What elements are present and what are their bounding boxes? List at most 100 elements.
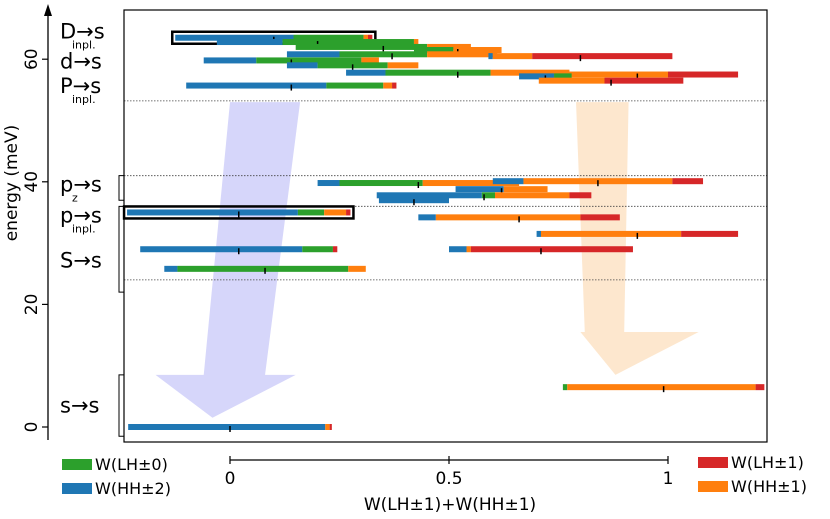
transition-label: p→s xyxy=(60,204,102,228)
y-ticks: 0 20 40 60 xyxy=(22,48,48,432)
left-transition-arrow xyxy=(155,102,301,418)
y-tick-label: 20 xyxy=(22,294,42,316)
bar-segment-hh1 xyxy=(490,69,570,76)
bar-segment-hh2 xyxy=(203,57,257,64)
plot-frame xyxy=(123,9,768,443)
energy-bar xyxy=(449,246,633,255)
x-tick-label: 1 xyxy=(663,469,674,489)
bar-segment-hh2 xyxy=(175,34,294,41)
transition-label: d→s xyxy=(60,50,102,74)
bar-segment-lh0 xyxy=(177,265,349,272)
transition-label-subscript: z xyxy=(72,191,78,204)
legend-label-hh2: W(HH±2) xyxy=(95,479,171,498)
bar-segment-lh1 xyxy=(329,424,332,430)
bar-segment-hh1 xyxy=(363,34,368,41)
bar-segment-lh0 xyxy=(297,209,325,216)
y-axis-arrowhead xyxy=(44,4,52,16)
bar-segment-lh1 xyxy=(580,214,620,221)
bar-segment-hh1 xyxy=(325,424,330,430)
group-bracket xyxy=(118,205,124,293)
bar-segment-hh1 xyxy=(361,57,379,64)
x-tick-label: 0.5 xyxy=(435,469,462,489)
bar-segment-lh0 xyxy=(282,39,414,46)
bar-segment-hh2 xyxy=(346,69,386,76)
bar-segment-lh0 xyxy=(385,69,491,76)
energy-bar xyxy=(286,62,419,71)
bar-segment-hh2 xyxy=(418,214,436,221)
bar-segment-hh2 xyxy=(164,265,178,272)
bar-segment-hh1 xyxy=(348,265,366,272)
bar-segment-hh1 xyxy=(324,209,347,216)
energy-bar xyxy=(418,214,620,223)
bar-segment-lh1 xyxy=(755,384,765,391)
energy-bar xyxy=(140,246,338,255)
energy-bar xyxy=(317,180,520,189)
bar-segment-lh1 xyxy=(346,209,351,216)
bar-segment-lh1 xyxy=(672,178,704,185)
transition-label-subscript: inpl. xyxy=(72,93,96,106)
bar-segment-hh1 xyxy=(492,53,533,60)
energy-bar xyxy=(346,69,570,78)
energy-bar xyxy=(128,424,332,432)
bar-segment-lh1 xyxy=(604,77,684,84)
bar-segment-lh1 xyxy=(532,53,673,60)
bar-segment-hh1 xyxy=(387,62,419,69)
y-tick-label: 60 xyxy=(22,48,42,70)
transition-label: p→s xyxy=(60,172,102,196)
bar-segment-hh1 xyxy=(503,186,548,193)
group-bracket xyxy=(118,175,124,201)
bar-segment-hh1 xyxy=(453,47,502,54)
energy-bar xyxy=(536,230,739,239)
energy-bar xyxy=(164,265,366,274)
transition-label: P→s xyxy=(60,74,101,98)
y-tick-label: 0 xyxy=(22,422,42,433)
bar-segment-lh0 xyxy=(481,192,495,199)
legend: W(LH±0) W(HH±2) W(LH±1) W(HH±1) xyxy=(62,453,807,498)
bar-segment-lh0 xyxy=(562,384,568,391)
bar-segment-hh2 xyxy=(455,186,504,193)
legend-swatch-hh1 xyxy=(698,481,728,492)
bar-segment-lh0 xyxy=(293,34,364,41)
energy-bar xyxy=(538,77,684,86)
group-brackets xyxy=(118,175,124,437)
bar-segment-lh1 xyxy=(392,82,397,89)
bar-segment-hh1 xyxy=(567,384,756,391)
bar-segment-hh2 xyxy=(286,62,318,69)
transition-label: D→s xyxy=(60,20,105,44)
transition-label: s→s xyxy=(60,394,99,418)
bar-segment-hh1 xyxy=(536,71,668,78)
bar-segment-hh2 xyxy=(317,180,340,187)
bar-segment-lh0 xyxy=(295,43,428,50)
legend-swatch-hh2 xyxy=(62,483,92,494)
energy-bar xyxy=(492,178,704,187)
x-tick-label: 0 xyxy=(225,469,236,489)
bar-segment-hh2 xyxy=(536,230,541,237)
energy-bar xyxy=(562,384,765,393)
legend-label-hh1: W(HH±1) xyxy=(731,477,807,496)
legend-label-lh1: W(LH±1) xyxy=(731,453,804,472)
energy-bar xyxy=(186,82,397,91)
bar-segment-lh1 xyxy=(668,71,739,78)
right-transition-arrow xyxy=(576,102,699,375)
energy-bar xyxy=(286,51,498,60)
x-axis-label: W(LH±1)+W(HH±1) xyxy=(364,495,536,515)
bar-segment-lh0 xyxy=(339,51,428,58)
bar-segment-hh1 xyxy=(422,180,520,187)
bar-segment-hh1 xyxy=(427,51,498,58)
bar-segment-hh1 xyxy=(435,214,581,221)
transition-label-subscript: inpl. xyxy=(72,223,96,236)
group-bracket xyxy=(118,374,124,437)
legend-label-lh0: W(LH±0) xyxy=(95,455,168,474)
separator-lines xyxy=(124,100,767,281)
bar-segment-hh2 xyxy=(127,209,298,216)
transition-arrows xyxy=(155,102,699,418)
bar-segment-hh1 xyxy=(427,43,471,50)
bar-segment-hh1 xyxy=(540,230,682,237)
bar-segment-hh1 xyxy=(413,39,419,46)
transition-label: S→s xyxy=(60,248,102,272)
y-tick-label: 40 xyxy=(22,171,42,193)
bar-segment-hh2 xyxy=(186,82,327,89)
